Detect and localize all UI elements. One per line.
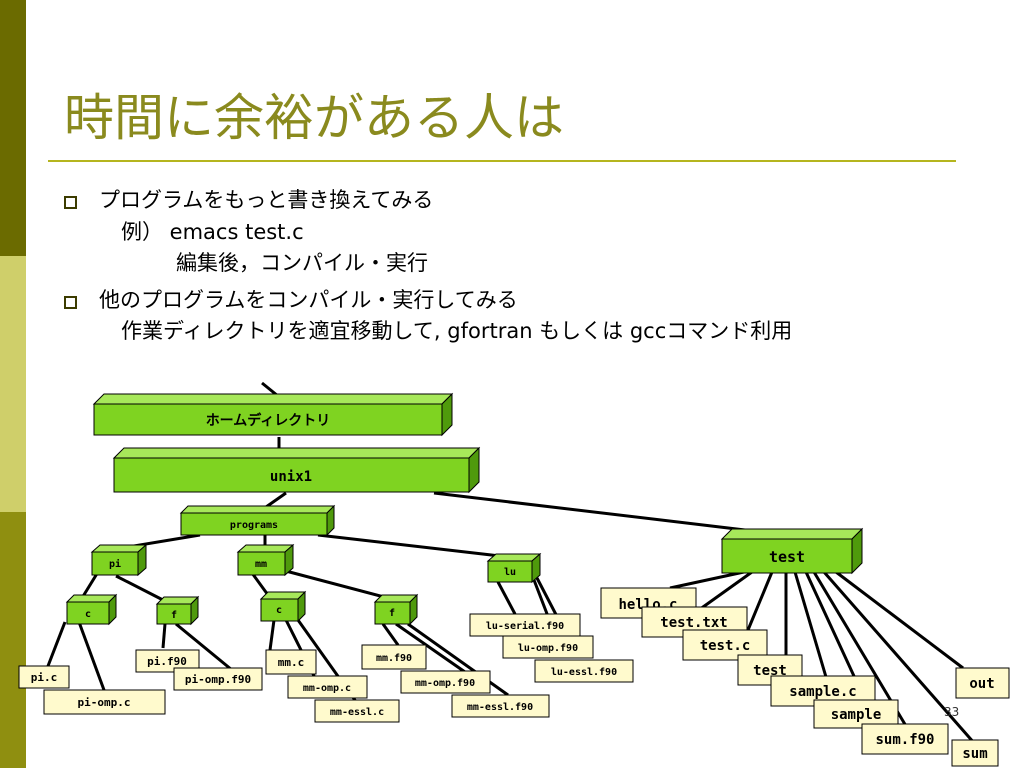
slide-title: 時間に余裕がある人は bbox=[64, 89, 564, 147]
dir-mm-label: mm bbox=[255, 559, 267, 570]
dir-test[interactable]: test bbox=[720, 527, 864, 575]
bullet-icon bbox=[64, 296, 77, 309]
dir-programs-label: programs bbox=[230, 520, 278, 531]
svg-text:pi-omp.c: pi-omp.c bbox=[78, 696, 131, 709]
dir-home[interactable]: ホームディレクトリ bbox=[92, 392, 454, 437]
dir-pi-f[interactable]: f bbox=[155, 595, 200, 626]
file-pi-omp-c[interactable]: pi-omp.c bbox=[43, 689, 166, 715]
file-sum-f90[interactable]: sum.f90 bbox=[861, 723, 949, 755]
dir-programs[interactable]: programs bbox=[179, 504, 336, 537]
dir-mm[interactable]: mm bbox=[236, 543, 295, 577]
dir-pi-c[interactable]: c bbox=[65, 593, 118, 626]
svg-text:sample.c: sample.c bbox=[789, 684, 856, 700]
dir-lu-label: lu bbox=[504, 567, 516, 578]
svg-text:lu-serial.f90: lu-serial.f90 bbox=[486, 620, 564, 632]
svg-text:test.c: test.c bbox=[700, 638, 751, 654]
svg-text:mm-omp.c: mm-omp.c bbox=[303, 683, 351, 694]
svg-text:mm.c: mm.c bbox=[278, 656, 305, 669]
svg-text:mm-omp.f90: mm-omp.f90 bbox=[415, 678, 475, 689]
file-mm-essl-f90[interactable]: mm-essl.f90 bbox=[451, 694, 550, 718]
file-sample[interactable]: sample bbox=[813, 699, 899, 729]
file-pi-c[interactable]: pi.c bbox=[18, 665, 70, 689]
accent-sidebar bbox=[0, 0, 26, 768]
file-test[interactable]: test bbox=[737, 654, 803, 686]
svg-text:out: out bbox=[969, 676, 994, 692]
file-lu-omp-f90[interactable]: lu-omp.f90 bbox=[502, 635, 594, 659]
dir-mm-c[interactable]: c bbox=[259, 590, 307, 623]
svg-text:sum: sum bbox=[962, 746, 987, 762]
bullet-1-sub-2: 編集後，コンパイル・実行 bbox=[176, 251, 428, 275]
dir-mm-f[interactable]: f bbox=[373, 593, 419, 626]
svg-text:mm-essl.f90: mm-essl.f90 bbox=[467, 702, 533, 713]
svg-text:pi-omp.f90: pi-omp.f90 bbox=[185, 673, 251, 686]
file-pi-f90[interactable]: pi.f90 bbox=[135, 649, 200, 673]
dir-unix1-label: unix1 bbox=[270, 469, 312, 485]
file-mm-f90[interactable]: mm.f90 bbox=[361, 644, 427, 670]
dir-pi-label: pi bbox=[109, 558, 121, 570]
slide-number: 33 bbox=[944, 705, 960, 719]
file-out[interactable]: out bbox=[955, 667, 1010, 699]
file-pi-omp-f90[interactable]: pi-omp.f90 bbox=[173, 667, 263, 691]
svg-text:lu-omp.f90: lu-omp.f90 bbox=[518, 643, 578, 654]
dir-pi-c-label: c bbox=[85, 609, 91, 620]
svg-text:test: test bbox=[753, 663, 787, 679]
svg-text:sum.f90: sum.f90 bbox=[875, 732, 934, 748]
dir-pi[interactable]: pi bbox=[90, 543, 148, 577]
file-mm-c[interactable]: mm.c bbox=[265, 649, 317, 675]
file-lu-essl-f90[interactable]: lu-essl.f90 bbox=[534, 659, 634, 683]
dir-pi-f-label: f bbox=[171, 610, 177, 621]
svg-text:pi.f90: pi.f90 bbox=[147, 655, 187, 668]
dir-home-label: ホームディレクトリ bbox=[206, 412, 331, 429]
bullet-2-sub-1: 作業ディレクトリを適宜移動して, gfortran もしくは gccコマンド利用 bbox=[121, 319, 793, 343]
bullet-1-text: プログラムをもっと書き換えてみる bbox=[99, 188, 434, 212]
svg-text:mm-essl.c: mm-essl.c bbox=[330, 707, 384, 718]
tree-connectors bbox=[46, 381, 977, 745]
dir-mm-c-label: c bbox=[276, 605, 282, 616]
file-sum[interactable]: sum bbox=[951, 739, 999, 767]
file-mm-omp-c[interactable]: mm-omp.c bbox=[287, 675, 368, 699]
dir-unix1[interactable]: unix1 bbox=[112, 446, 481, 494]
file-mm-essl-c[interactable]: mm-essl.c bbox=[314, 699, 400, 723]
bullet-icon bbox=[64, 196, 77, 209]
svg-text:pi.c: pi.c bbox=[31, 671, 58, 684]
svg-text:test.txt: test.txt bbox=[660, 615, 727, 631]
file-mm-omp-f90[interactable]: mm-omp.f90 bbox=[400, 670, 491, 694]
svg-text:mm.f90: mm.f90 bbox=[376, 653, 412, 664]
dir-lu[interactable]: lu bbox=[486, 552, 542, 584]
title-divider bbox=[48, 160, 956, 162]
dir-mm-f-label: f bbox=[389, 608, 395, 619]
svg-text:sample: sample bbox=[831, 707, 882, 723]
dir-test-label: test bbox=[769, 548, 805, 566]
file-lu-serial-f90[interactable]: lu-serial.f90 bbox=[469, 613, 581, 637]
bullet-2-text: 他のプログラムをコンパイル・実行してみる bbox=[99, 288, 518, 312]
svg-text:lu-essl.f90: lu-essl.f90 bbox=[551, 667, 617, 678]
bullet-1-sub-1: 例） emacs test.c bbox=[121, 220, 304, 244]
